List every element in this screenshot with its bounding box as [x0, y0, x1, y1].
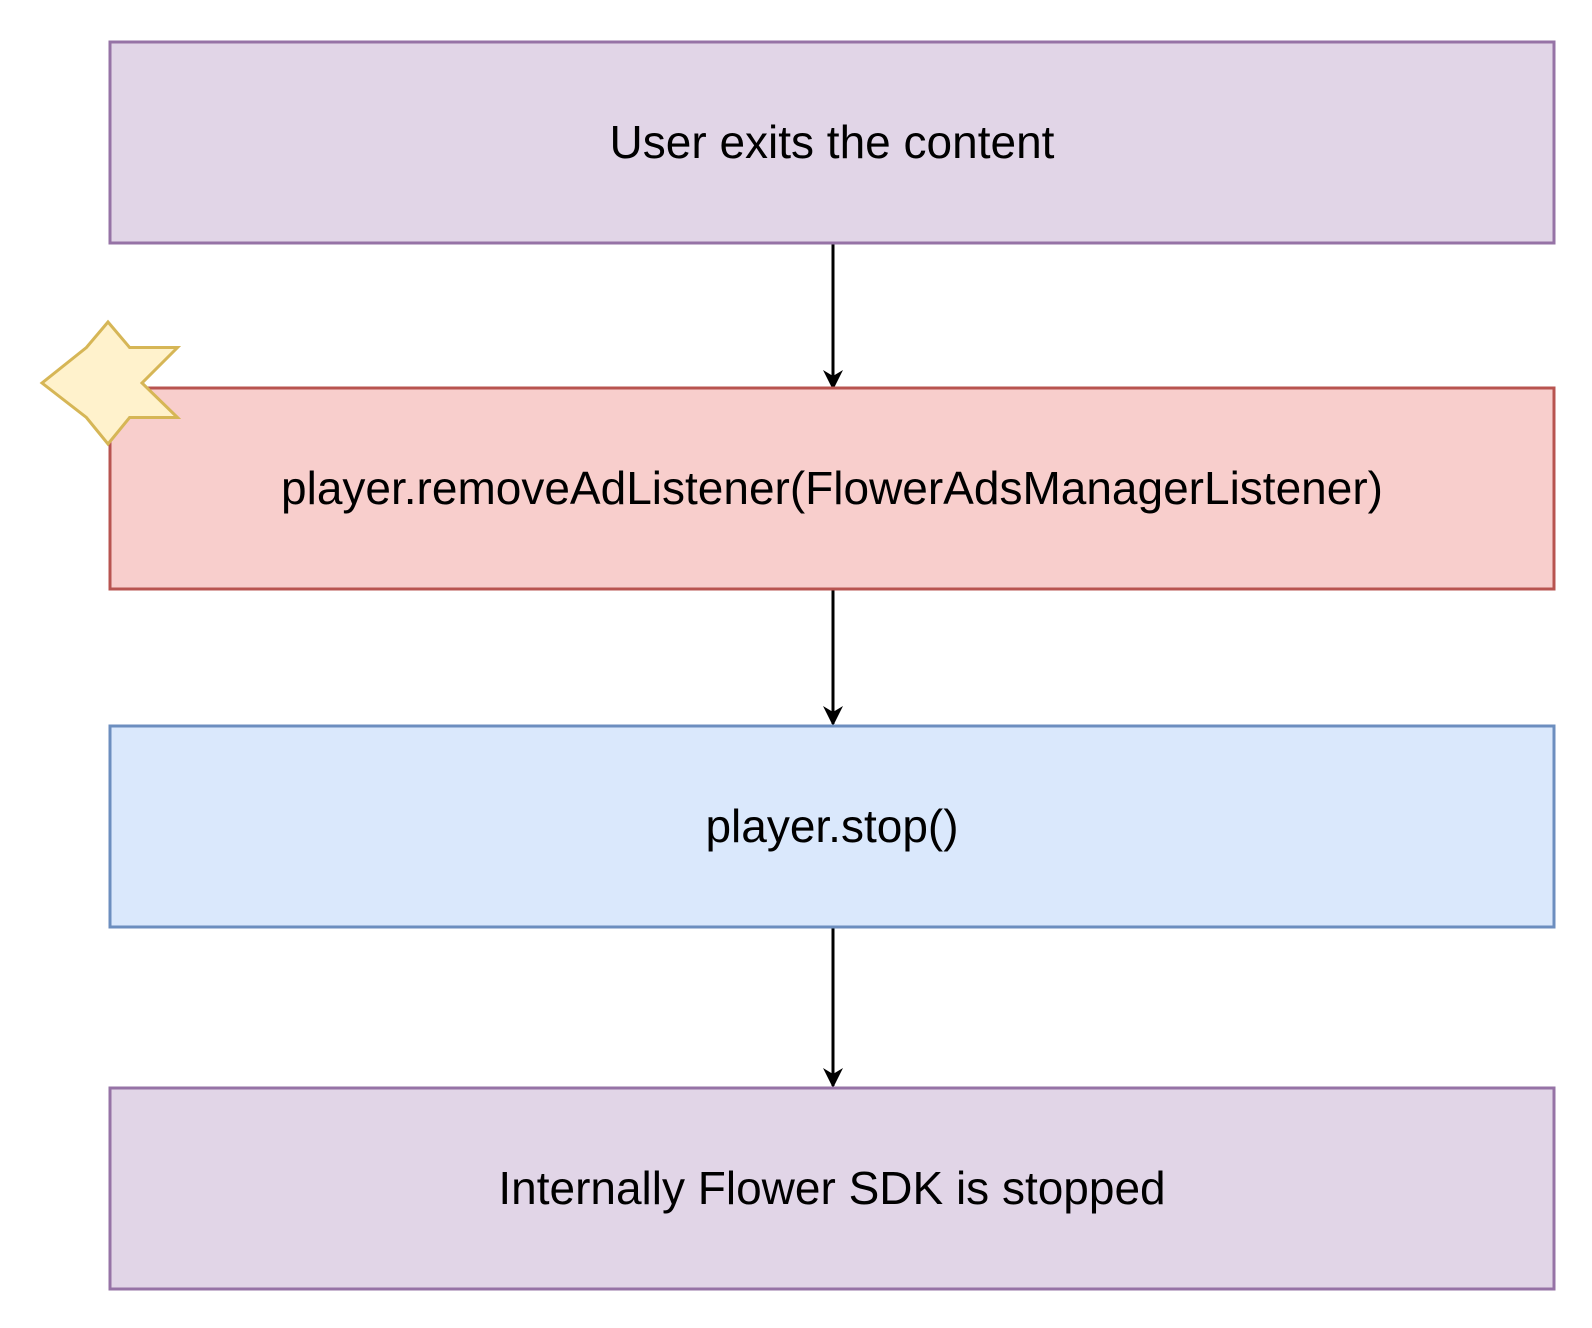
node-remove-listener-box	[108, 386, 1556, 591]
node-sdk-stopped-box	[108, 1086, 1556, 1291]
node-user-exits-label: User exits the content	[610, 116, 1055, 168]
node-remove-listener: player.removeAdListener(FlowerAdsManager…	[108, 386, 1556, 591]
star-icon	[39, 319, 182, 447]
node-player-stop-label: player.stop()	[705, 800, 958, 852]
node-user-exits-box	[108, 40, 1556, 245]
node-user-exits: User exits the content	[108, 40, 1556, 245]
node-player-stop: player.stop()	[108, 724, 1556, 929]
node-player-stop-box	[108, 724, 1556, 929]
star-icon-shape	[39, 319, 182, 447]
node-remove-listener-label: player.removeAdListener(FlowerAdsManager…	[281, 462, 1383, 514]
node-sdk-stopped-label: Internally Flower SDK is stopped	[498, 1162, 1165, 1214]
node-sdk-stopped: Internally Flower SDK is stopped	[108, 1086, 1556, 1291]
